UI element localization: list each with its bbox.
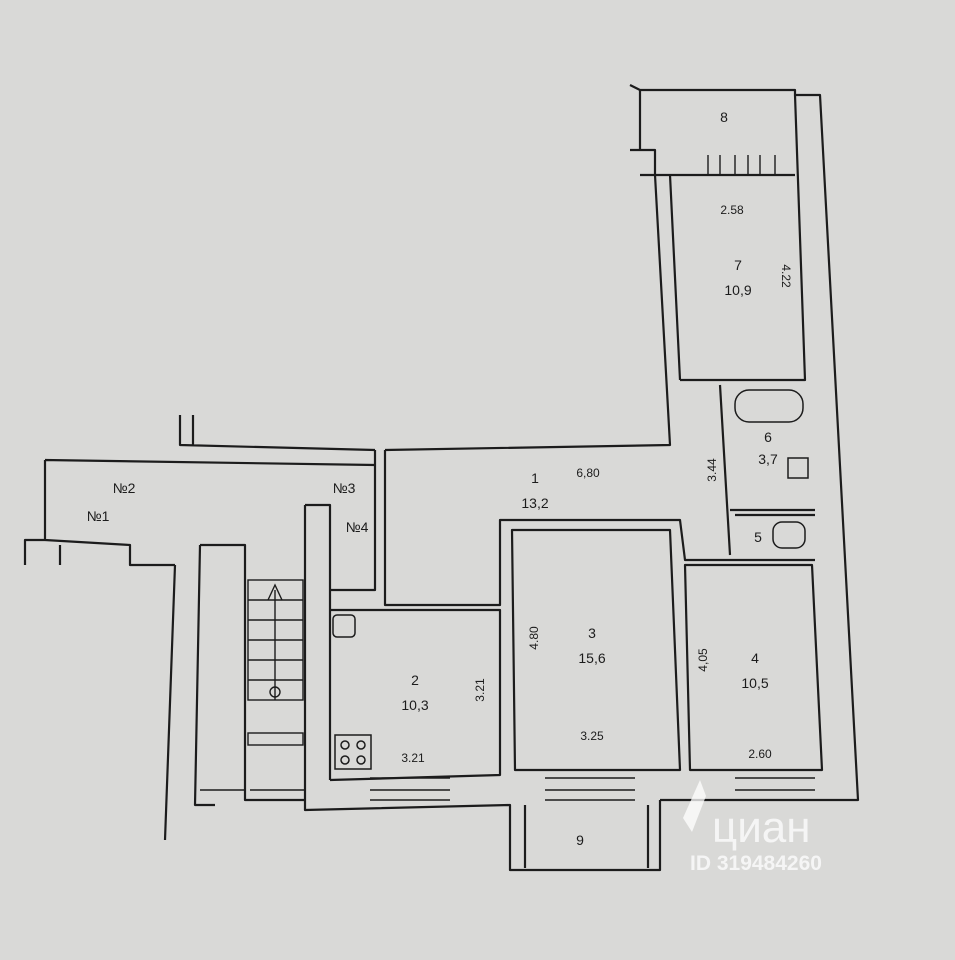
walls (23, 84, 860, 872)
room-1-area: 13,2 (521, 495, 548, 511)
room-9-number: 9 (576, 832, 584, 848)
mark-4: №4 (346, 519, 369, 535)
room-4-area: 10,5 (741, 675, 768, 691)
room-6-area: 3,7 (758, 451, 778, 467)
watermark-id: ID 319484260 (690, 852, 822, 875)
mark-2: №2 (113, 480, 136, 496)
bathtub-icon (734, 389, 804, 423)
room-2-area: 10,3 (401, 697, 428, 713)
room-3-dimension-2: 3.25 (580, 729, 604, 743)
room-3-number: 3 (588, 625, 596, 641)
room-3-area: 15,6 (578, 650, 605, 666)
fixtures (332, 389, 809, 770)
watermark-brand: циан (712, 803, 811, 852)
stove-icon (334, 734, 372, 770)
stairs (247, 579, 304, 746)
room-7-dimension-2: 4.22 (779, 264, 793, 288)
toilet-icon (772, 521, 806, 549)
sink-icon (787, 457, 809, 479)
room-7-dimension: 2.58 (720, 203, 744, 217)
windows (200, 155, 815, 801)
room-7-number: 7 (734, 257, 742, 273)
room-4-dimension: 4,05 (696, 648, 710, 672)
room-1-dimension: 6,80 (576, 466, 600, 480)
mark-3: №3 (333, 480, 356, 496)
kitchen-sink-icon (332, 614, 356, 638)
room-4-number: 4 (751, 650, 759, 666)
room-6-number: 6 (764, 429, 772, 445)
room-1-number: 1 (531, 470, 539, 486)
room-4-dimension-2: 2.60 (748, 747, 772, 761)
mark-1: №1 (87, 508, 110, 524)
watermark: циан ID 319484260 (683, 780, 822, 875)
room-2-number: 2 (411, 672, 419, 688)
room-5-number: 5 (754, 529, 762, 545)
room-2-dimension-2: 3.21 (473, 678, 487, 702)
room-2-dimension: 3.21 (401, 751, 425, 765)
cian-logo-icon (683, 780, 706, 832)
room-8-number: 8 (720, 109, 728, 125)
room-3-dimension: 4.80 (527, 626, 541, 650)
room-7-area: 10,9 (724, 282, 751, 298)
room-labels: 1 13,2 6,80 3.44 2 10,3 3.21 3.21 3 15,6… (87, 109, 793, 848)
room-1-dimension-2: 3.44 (705, 458, 719, 482)
